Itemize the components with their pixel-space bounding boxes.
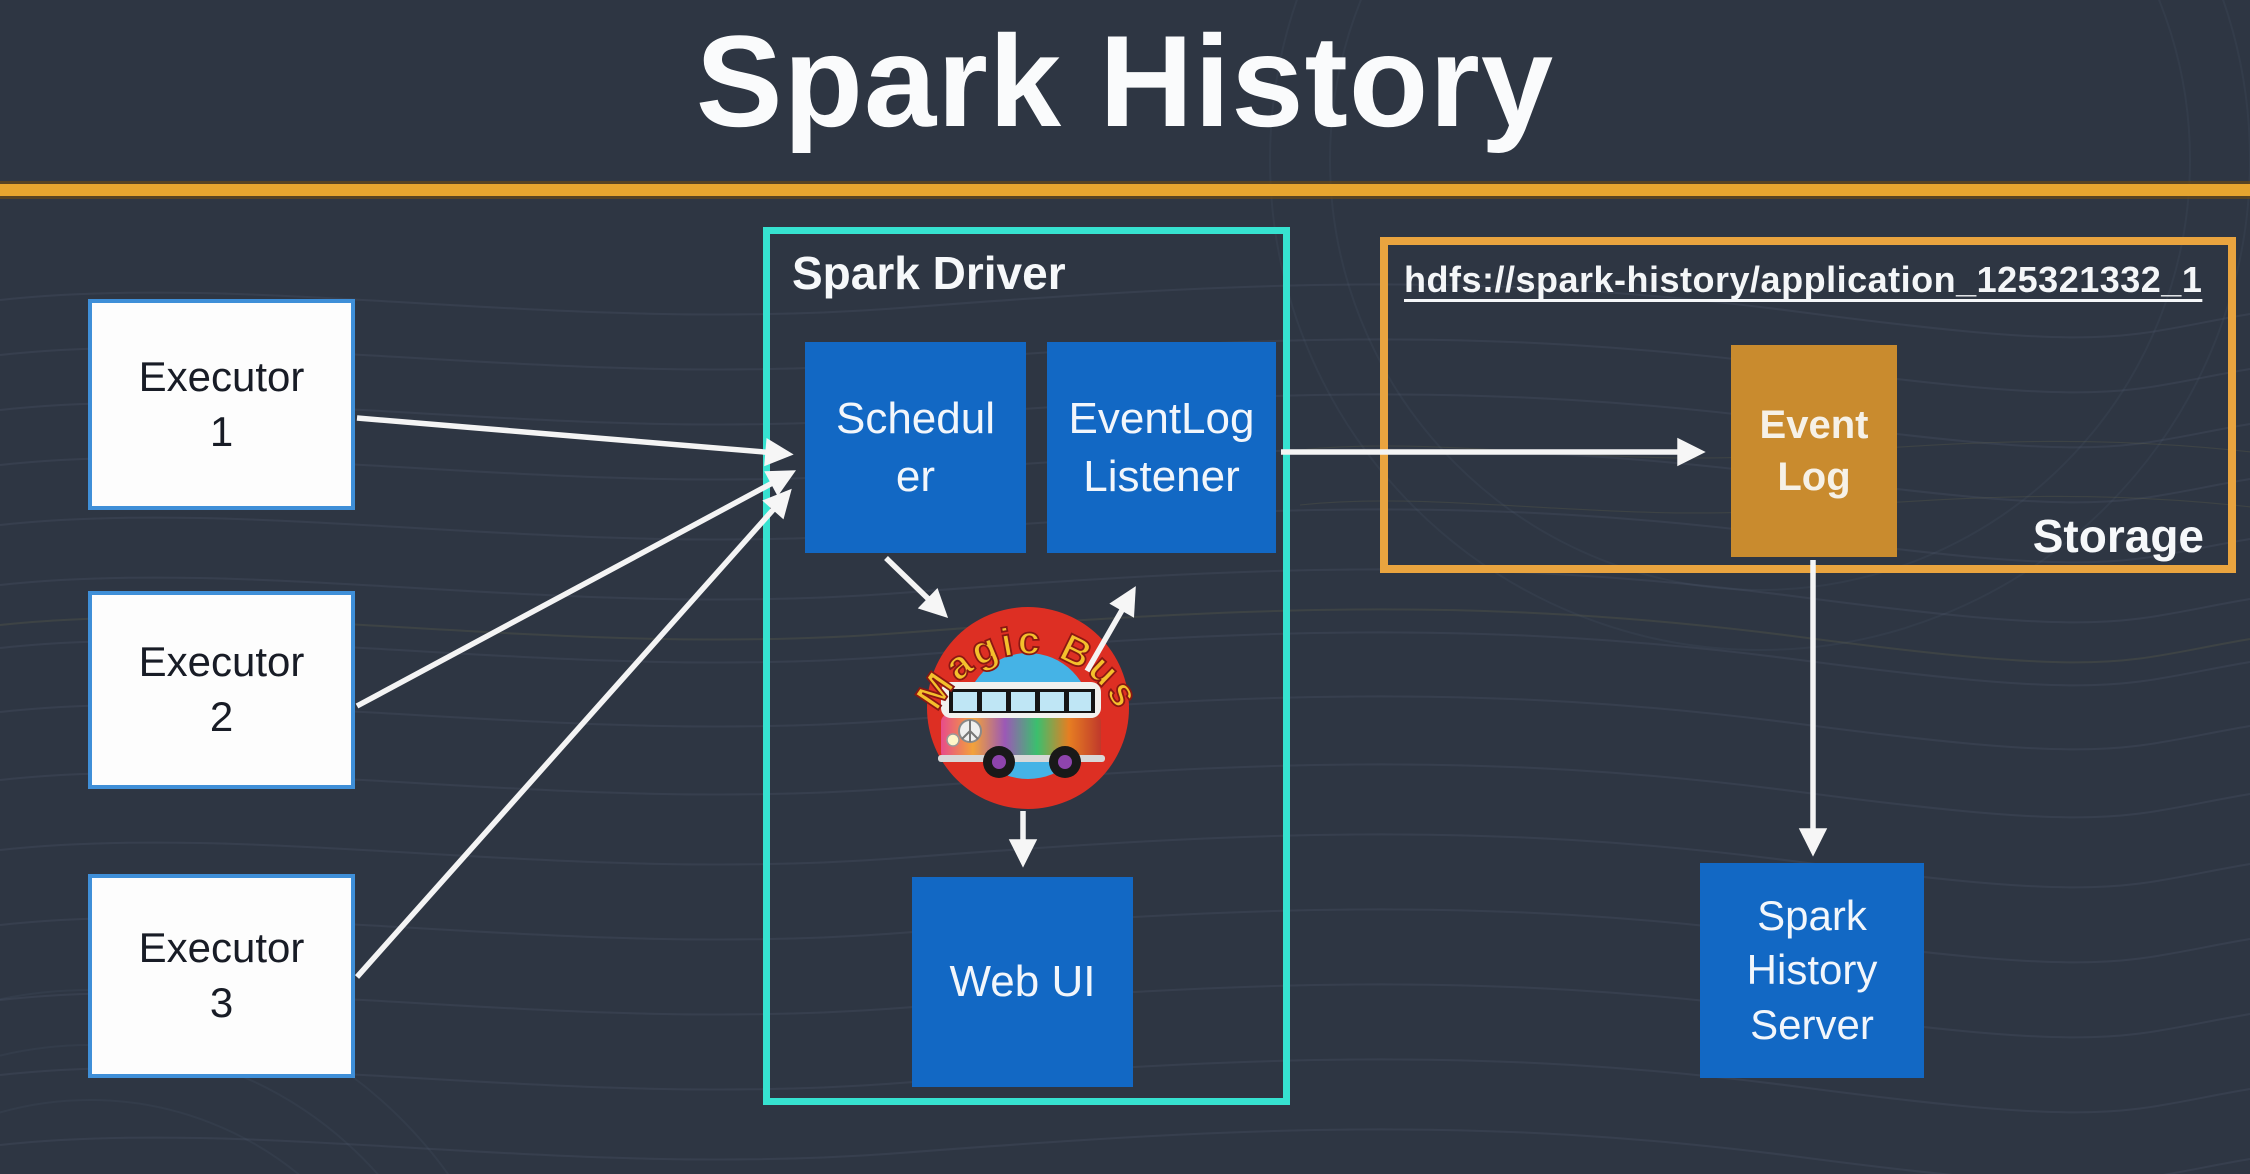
executor-2-box: Executor 2 bbox=[88, 591, 355, 789]
storage-label: Storage bbox=[2032, 510, 2204, 562]
spark-driver-label: Spark Driver bbox=[792, 247, 1066, 299]
title-divider bbox=[0, 184, 2250, 196]
arrow-executor3-to-scheduler bbox=[354, 488, 792, 979]
arrow-executor1-to-scheduler bbox=[356, 415, 794, 467]
event-log-box: Event Log bbox=[1731, 345, 1897, 557]
scheduler-box: Schedul er bbox=[805, 342, 1026, 553]
hdfs-path-text: hdfs://spark-history/application_1253213… bbox=[1404, 259, 2203, 300]
eventlog-listener-box: EventLog Listener bbox=[1047, 342, 1276, 553]
spark-history-server-box: Spark History Server bbox=[1700, 863, 1924, 1078]
arrow-executor2-to-scheduler bbox=[355, 470, 797, 709]
web-ui-box: Web UI bbox=[912, 877, 1133, 1087]
page-title: Spark History bbox=[695, 8, 1555, 154]
executor-1-box: Executor 1 bbox=[88, 299, 355, 510]
executor-3-box: Executor 3 bbox=[88, 874, 355, 1078]
magic-bus-logo: Magic Bus bbox=[913, 607, 1143, 809]
